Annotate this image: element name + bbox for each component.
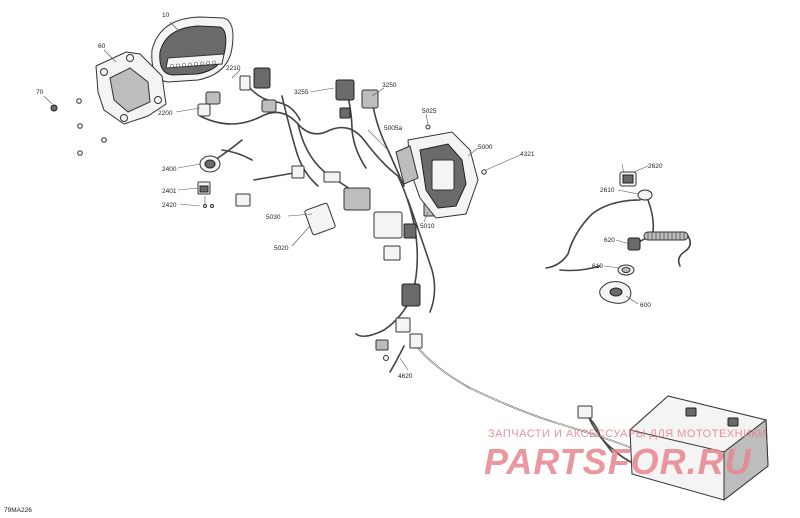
callout-70: 70: [36, 89, 44, 96]
callout-2620: 2620: [648, 163, 663, 170]
watermark-logo: PARTSFOR.RU: [484, 441, 752, 482]
gauge-display-part: [151, 16, 234, 83]
harness-connectors: [197, 67, 435, 361]
callout-leaders: [43, 21, 649, 371]
figure-code: 79MA226: [4, 507, 32, 514]
bracket-screws: [50, 98, 107, 156]
callout-600: 600: [640, 302, 651, 309]
ecu-nut: [481, 169, 487, 175]
callout-620: 620: [604, 237, 615, 244]
callout-5025: 5025: [422, 108, 437, 115]
callout-2210: 2210: [226, 65, 241, 72]
callout-labels: 10 60 70 2210 2200 3255 3250 5025 5005a …: [36, 12, 663, 380]
horn-part: [599, 281, 632, 304]
callout-5030: 5030: [266, 214, 281, 221]
ecu-screw: [425, 124, 431, 130]
callout-5010: 5010: [420, 223, 435, 230]
small-clip-part: [617, 264, 635, 276]
coiled-lanyard-part: [559, 231, 692, 272]
callout-5020: 5020: [274, 245, 289, 252]
gauge-bracket-part: [95, 51, 167, 125]
watermark: ЗАПЧАСТИ И АКСЕССУАРЫ ДЛЯ МОТОТЕХНИКИ PA…: [484, 428, 767, 482]
callout-2420: 2420: [162, 202, 177, 209]
callout-60: 60: [98, 43, 106, 50]
callout-2401: 2401: [162, 188, 177, 195]
callout-2610: 2610: [600, 187, 615, 194]
callout-5005a: 5005a: [384, 125, 402, 132]
battery-part: [577, 395, 769, 502]
callout-4321: 4321: [520, 151, 535, 158]
callout-5000: 5000: [478, 144, 493, 151]
ecu-module-part: [395, 131, 479, 219]
callout-3250: 3250: [382, 82, 397, 89]
callout-610: 610: [592, 263, 603, 270]
ignition-switch-part: [197, 139, 243, 208]
switch-assembly-part: [545, 163, 655, 269]
callout-2400: 2400: [162, 166, 177, 173]
callout-2200: 2200: [158, 110, 173, 117]
callout-10: 10: [162, 12, 170, 19]
callout-3255: 3255: [294, 89, 309, 96]
watermark-tagline: ЗАПЧАСТИ И АКСЕССУАРЫ ДЛЯ МОТОТЕХНИКИ: [488, 428, 767, 440]
callout-4620: 4620: [398, 373, 413, 380]
